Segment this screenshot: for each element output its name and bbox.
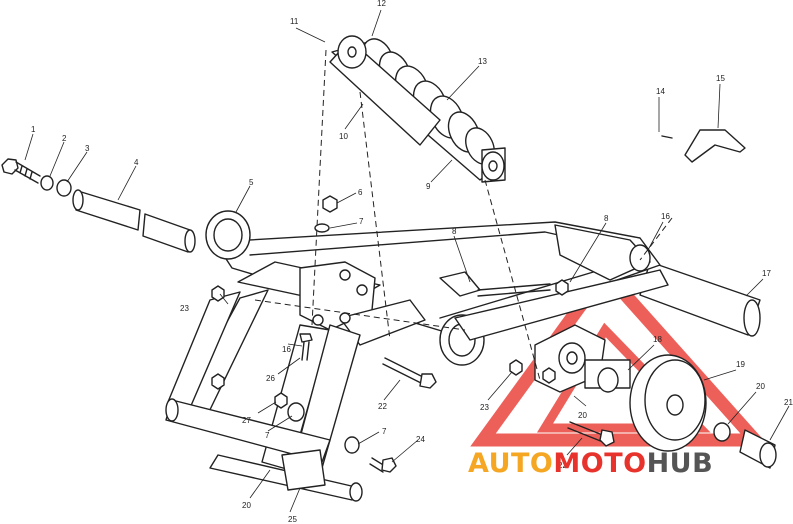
washer bbox=[314, 223, 330, 233]
callout-9: 9 bbox=[426, 182, 431, 191]
callout-22b: 22 bbox=[558, 461, 567, 470]
nut bbox=[211, 373, 225, 390]
callout-20c: 20 bbox=[578, 411, 587, 420]
callout-11: 11 bbox=[290, 17, 299, 26]
long-bolt bbox=[382, 357, 437, 389]
callout-17: 17 bbox=[762, 269, 771, 278]
callout-22: 22 bbox=[378, 402, 387, 411]
callout-10: 10 bbox=[339, 132, 348, 141]
bolt bbox=[369, 457, 397, 473]
lower-arms bbox=[165, 289, 363, 502]
idler-wheel-assembly bbox=[509, 324, 777, 469]
cover-clip bbox=[661, 129, 746, 163]
callout-19: 19 bbox=[736, 360, 745, 369]
watermark-hub: HUB bbox=[647, 448, 714, 479]
callout-7b: 7 bbox=[265, 431, 270, 440]
callout-14: 14 bbox=[656, 87, 665, 96]
watermark-text: AUTOMOTOHUB bbox=[468, 448, 713, 479]
callout-8b: 8 bbox=[604, 214, 609, 223]
callout-1: 1 bbox=[31, 125, 36, 134]
callout-7c: 7 bbox=[382, 427, 387, 436]
callout-21: 21 bbox=[784, 398, 793, 407]
callout-5: 5 bbox=[249, 178, 254, 187]
callout-2: 2 bbox=[62, 134, 67, 143]
shock-bottom-eye bbox=[481, 147, 506, 183]
bolt bbox=[1, 158, 41, 184]
eye-bolt bbox=[439, 271, 551, 297]
washer bbox=[40, 175, 54, 191]
washer bbox=[287, 402, 305, 422]
nut bbox=[274, 392, 288, 409]
callout-numbers: 1 2 3 4 5 6 7 8 9 10 11 12 13 14 15 16 1… bbox=[31, 0, 793, 524]
callout-27: 27 bbox=[242, 416, 251, 425]
callout-16: 16 bbox=[661, 212, 670, 221]
parts-drawing bbox=[1, 35, 777, 502]
mount-plates bbox=[237, 261, 426, 346]
callout-24: 24 bbox=[416, 435, 425, 444]
callout-18: 18 bbox=[653, 335, 662, 344]
callout-26: 26 bbox=[266, 374, 275, 383]
a-arm-frame bbox=[205, 210, 669, 366]
callout-8: 8 bbox=[452, 227, 457, 236]
small-bolt bbox=[299, 333, 313, 361]
washer bbox=[344, 436, 360, 454]
callout-15: 15 bbox=[716, 74, 725, 83]
shock-top-eye bbox=[337, 35, 367, 69]
callout-12: 12 bbox=[377, 0, 386, 8]
callout-4: 4 bbox=[134, 158, 139, 167]
svg-text:AUTOMOTOHUB: AUTOMOTOHUB bbox=[468, 448, 713, 479]
callout-23b: 23 bbox=[480, 403, 489, 412]
alignment-lines bbox=[254, 49, 673, 381]
callout-25: 25 bbox=[288, 515, 297, 524]
nut bbox=[211, 285, 225, 302]
callout-23: 23 bbox=[180, 304, 189, 313]
callout-16b: 16 bbox=[282, 345, 291, 354]
callout-6: 6 bbox=[358, 188, 363, 197]
watermark-auto: AUTO bbox=[468, 448, 553, 479]
watermark-moto: MOTO bbox=[553, 448, 646, 479]
callout-20b: 20 bbox=[242, 501, 251, 510]
washer bbox=[56, 179, 72, 197]
nut bbox=[322, 195, 338, 213]
callout-leaders bbox=[24, 9, 790, 513]
callout-13: 13 bbox=[478, 57, 487, 66]
callout-20: 20 bbox=[756, 382, 765, 391]
callout-3: 3 bbox=[85, 144, 90, 153]
spacer-tube bbox=[72, 189, 196, 253]
callout-7: 7 bbox=[359, 217, 364, 226]
nut bbox=[555, 279, 569, 296]
